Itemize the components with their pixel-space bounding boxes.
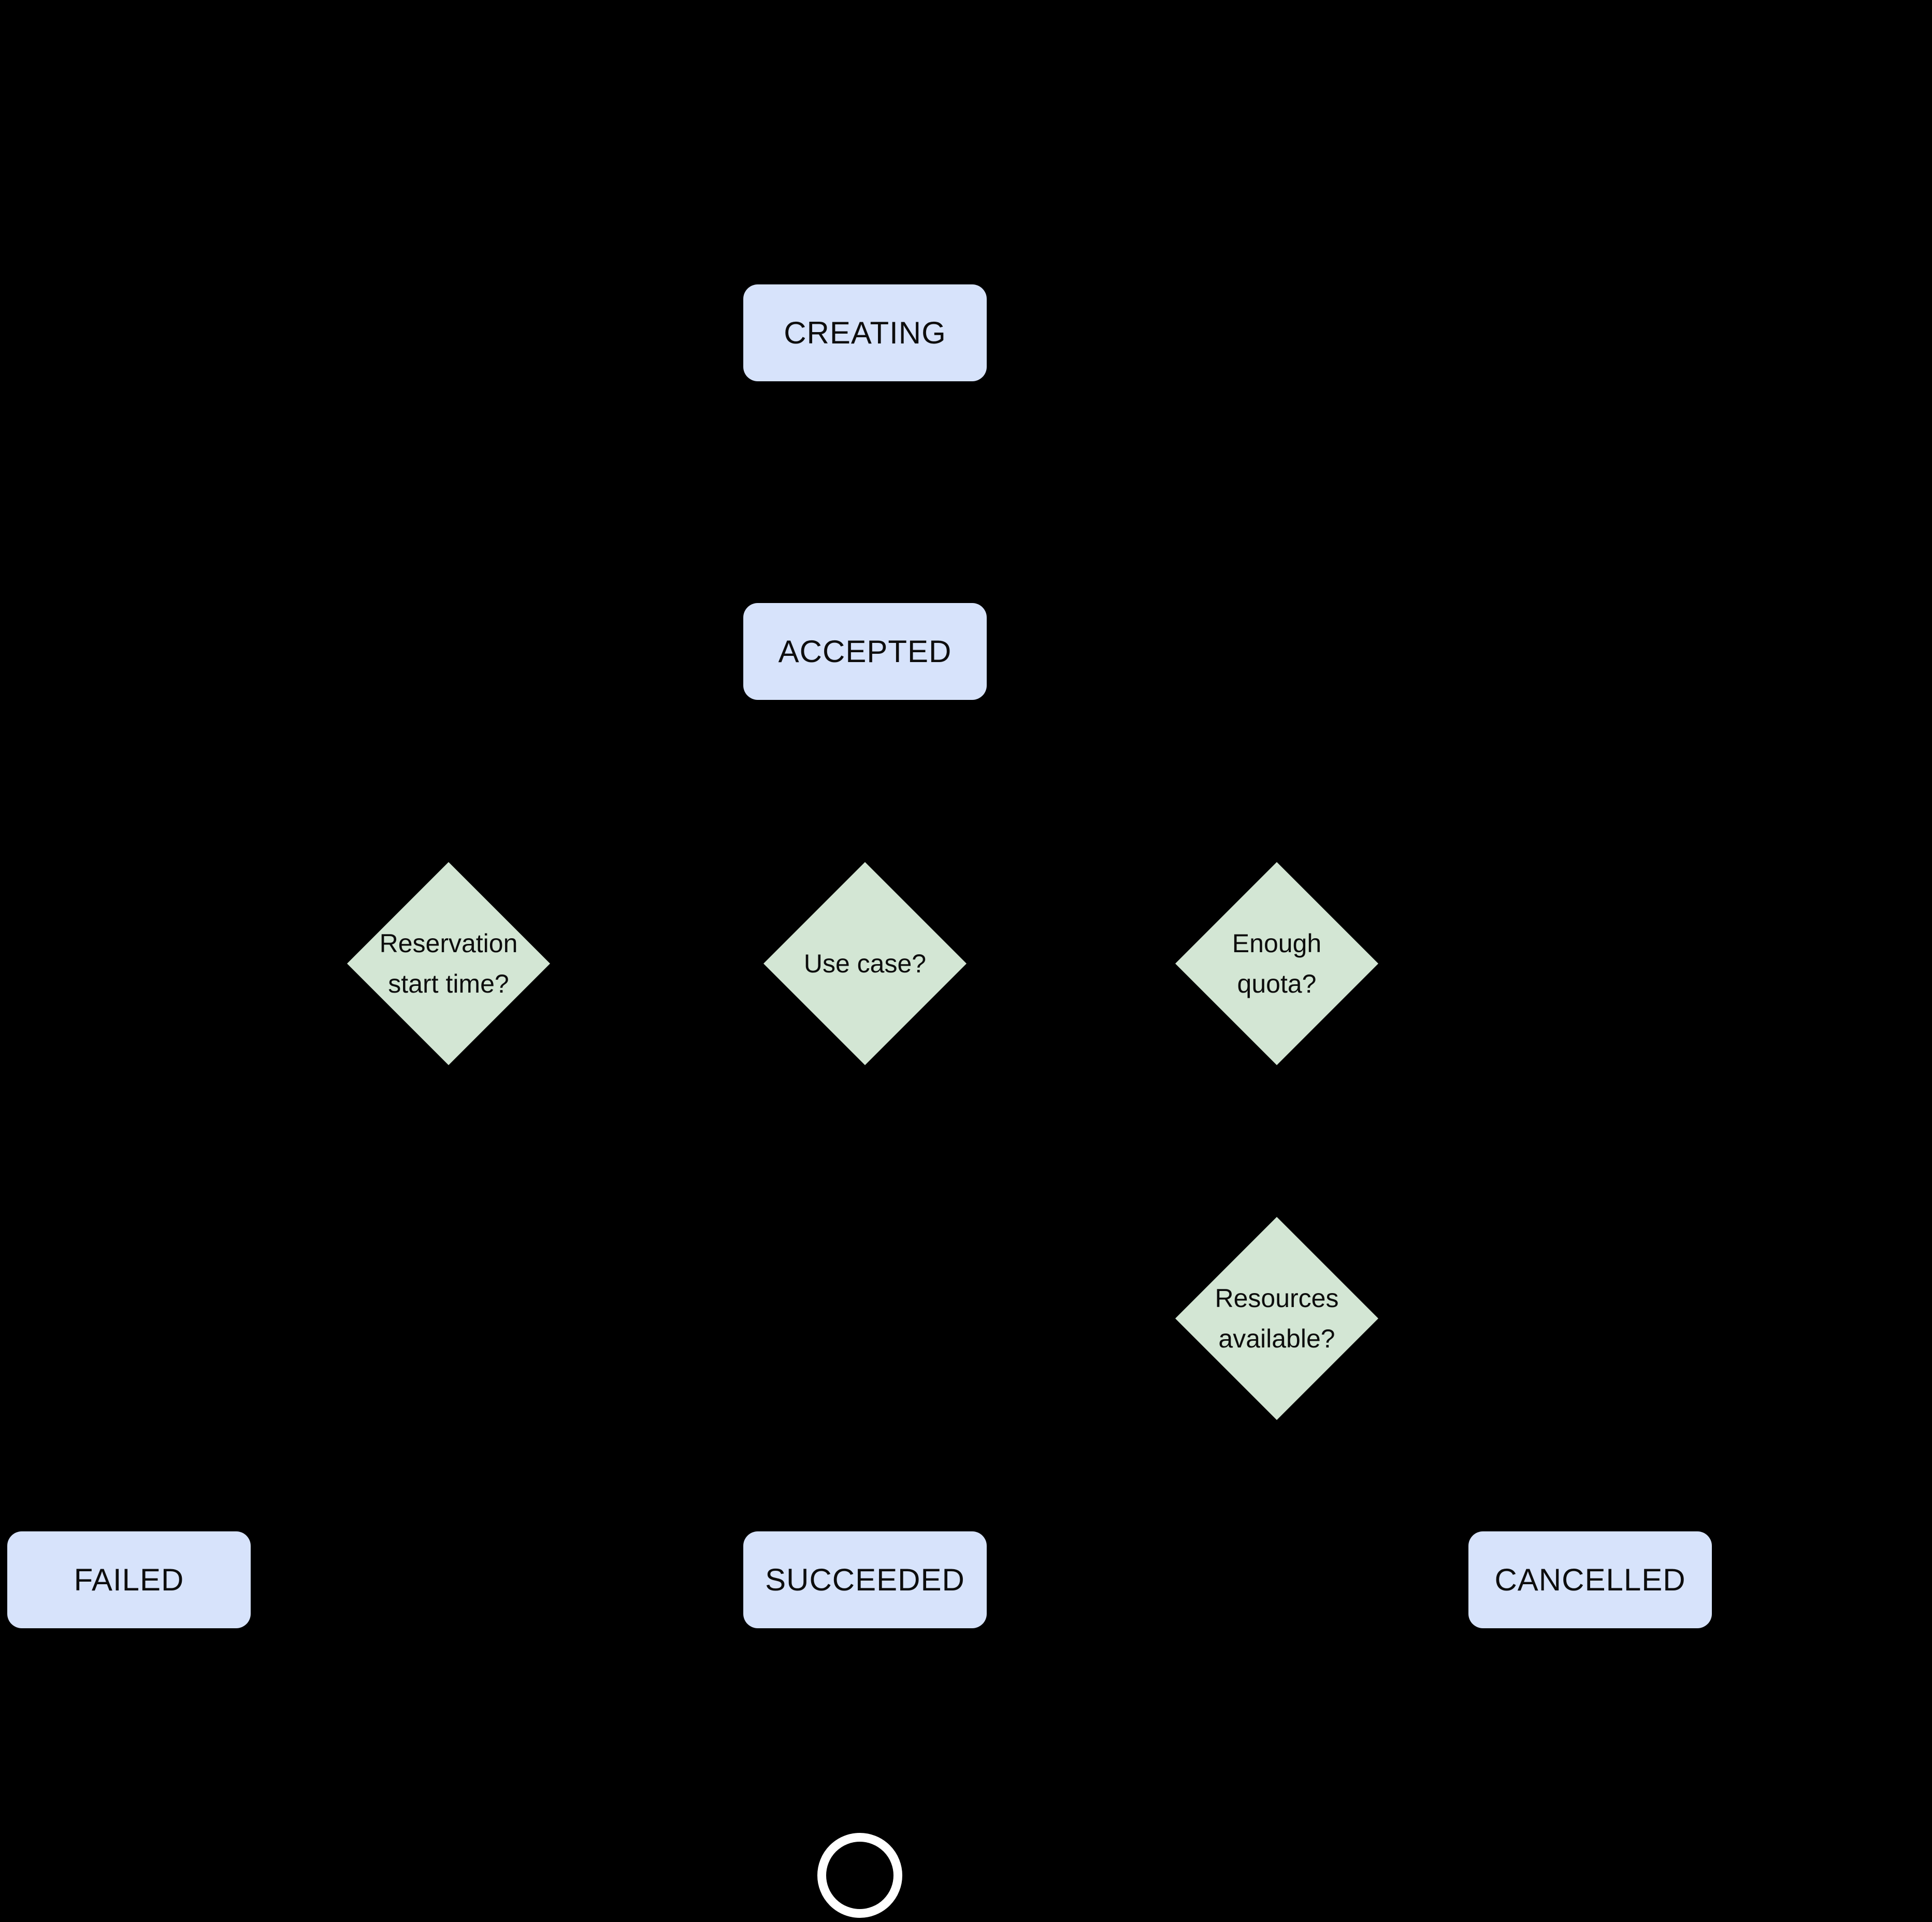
decision-label-line: available? [1218,1324,1335,1353]
decision-node-reservation-start-time: Reservation start time? [347,862,550,1065]
decision-node-enough-quota: Enough quota? [1175,862,1378,1065]
decision-label-line: Use case? [803,949,927,978]
state-node-succeeded: SUCCEEDED [743,1531,987,1628]
decision-label-line: start time? [388,969,509,998]
state-node-accepted: ACCEPTED [743,603,987,700]
decision-node-use-case: Use case? [763,862,967,1065]
decision-label-line: Reservation [379,929,518,958]
decision-node-resources-available: Resources available? [1175,1217,1378,1420]
decision-label-line: Resources [1215,1284,1339,1313]
final-state-circle-icon [817,1833,902,1918]
state-label-failed: FAILED [74,1562,184,1597]
state-node-cancelled: CANCELLED [1468,1531,1712,1628]
state-label-accepted: ACCEPTED [778,634,952,669]
state-node-creating: CREATING [743,284,987,381]
state-label-cancelled: CANCELLED [1494,1562,1686,1597]
state-node-failed: FAILED [7,1531,251,1628]
decision-label-line: quota? [1237,969,1317,998]
state-label-creating: CREATING [784,315,946,350]
decision-label-line: Enough [1232,929,1322,958]
state-label-succeeded: SUCCEEDED [765,1562,965,1597]
